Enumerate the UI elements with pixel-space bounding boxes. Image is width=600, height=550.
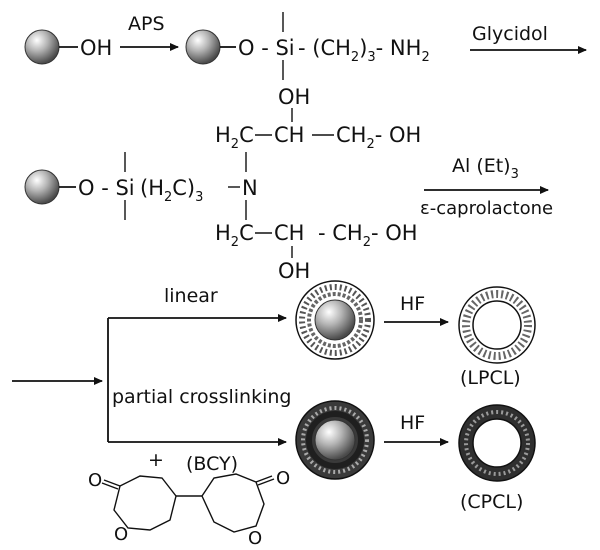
reagent-hf-2: HF — [400, 412, 425, 434]
nitrogen-atom: N — [242, 176, 258, 200]
upper-hydroxyl: OH — [278, 85, 310, 109]
cpcl-hollow-capsule — [458, 404, 536, 482]
bcy-carbonyl-o-right: O — [276, 468, 290, 489]
lpcl-hollow-capsule — [458, 286, 536, 364]
reagent-monomer: ε-caprolactone — [420, 198, 553, 219]
bcy-structure — [101, 473, 275, 533]
siloxane-group-2: O - Si — [78, 176, 135, 200]
linear-coated-particle — [295, 280, 375, 360]
crosslinker-plus: + — [148, 449, 164, 471]
bcy-carbonyl-o-left: O — [88, 470, 102, 491]
crosslinker-label: (BCY) — [186, 453, 238, 475]
lower-hydroxyl: OH — [278, 259, 310, 283]
lower-hydroxymethyl: - CH2- OH — [318, 221, 418, 250]
propyl-chain-2: (H2C)3 — [140, 176, 203, 205]
silica-particle-3 — [24, 169, 60, 205]
siloxane-group: O - Si — [238, 36, 295, 60]
reagent-aps: APS — [128, 13, 165, 35]
upper-methine: CH — [274, 123, 304, 147]
bcy-ring-o-right: O — [248, 528, 262, 549]
product-label-lpcl: (LPCL) — [460, 367, 521, 389]
bcy-ring-o-left: O — [114, 524, 128, 545]
product-label-cpcl: (CPCL) — [460, 491, 523, 513]
silica-particle-1 — [24, 29, 60, 65]
hydroxyl-group: OH — [80, 36, 112, 60]
reagent-hf-1: HF — [400, 293, 425, 315]
upper-hydroxymethyl: CH2- OH — [336, 123, 421, 152]
reagent-catalyst: Al (Et)3 — [452, 155, 519, 182]
silica-particle-2 — [185, 29, 221, 65]
propyl-chain: - (CH2)3- NH2 — [298, 36, 430, 65]
branch-label-linear: linear — [164, 285, 218, 307]
lower-methylene: H2C — [215, 221, 254, 250]
reagent-glycidol: Glycidol — [472, 23, 548, 45]
lower-methine: CH — [274, 221, 304, 245]
crosslinked-coated-particle — [295, 400, 375, 480]
branch-label-crosslinking: partial crosslinking — [112, 386, 291, 408]
upper-methylene: H2C — [215, 123, 254, 152]
